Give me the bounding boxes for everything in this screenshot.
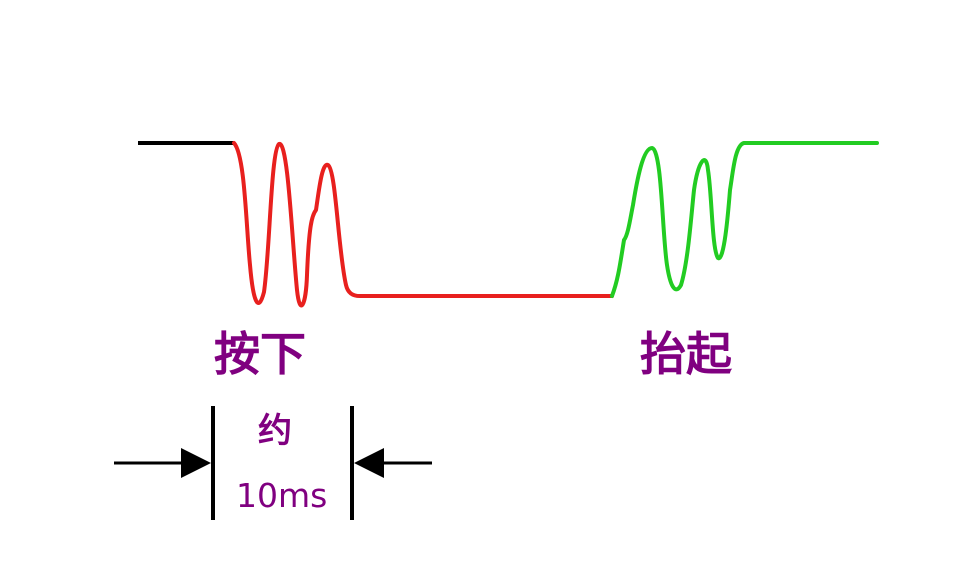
approx-label: 约 (258, 411, 292, 451)
release-bounce-waveform (610, 141, 879, 298)
press-label: 按下 (214, 327, 306, 381)
duration-label: 10ms (236, 476, 328, 515)
release-label: 抬起 (640, 327, 732, 381)
press-bounce-waveform (232, 141, 614, 308)
